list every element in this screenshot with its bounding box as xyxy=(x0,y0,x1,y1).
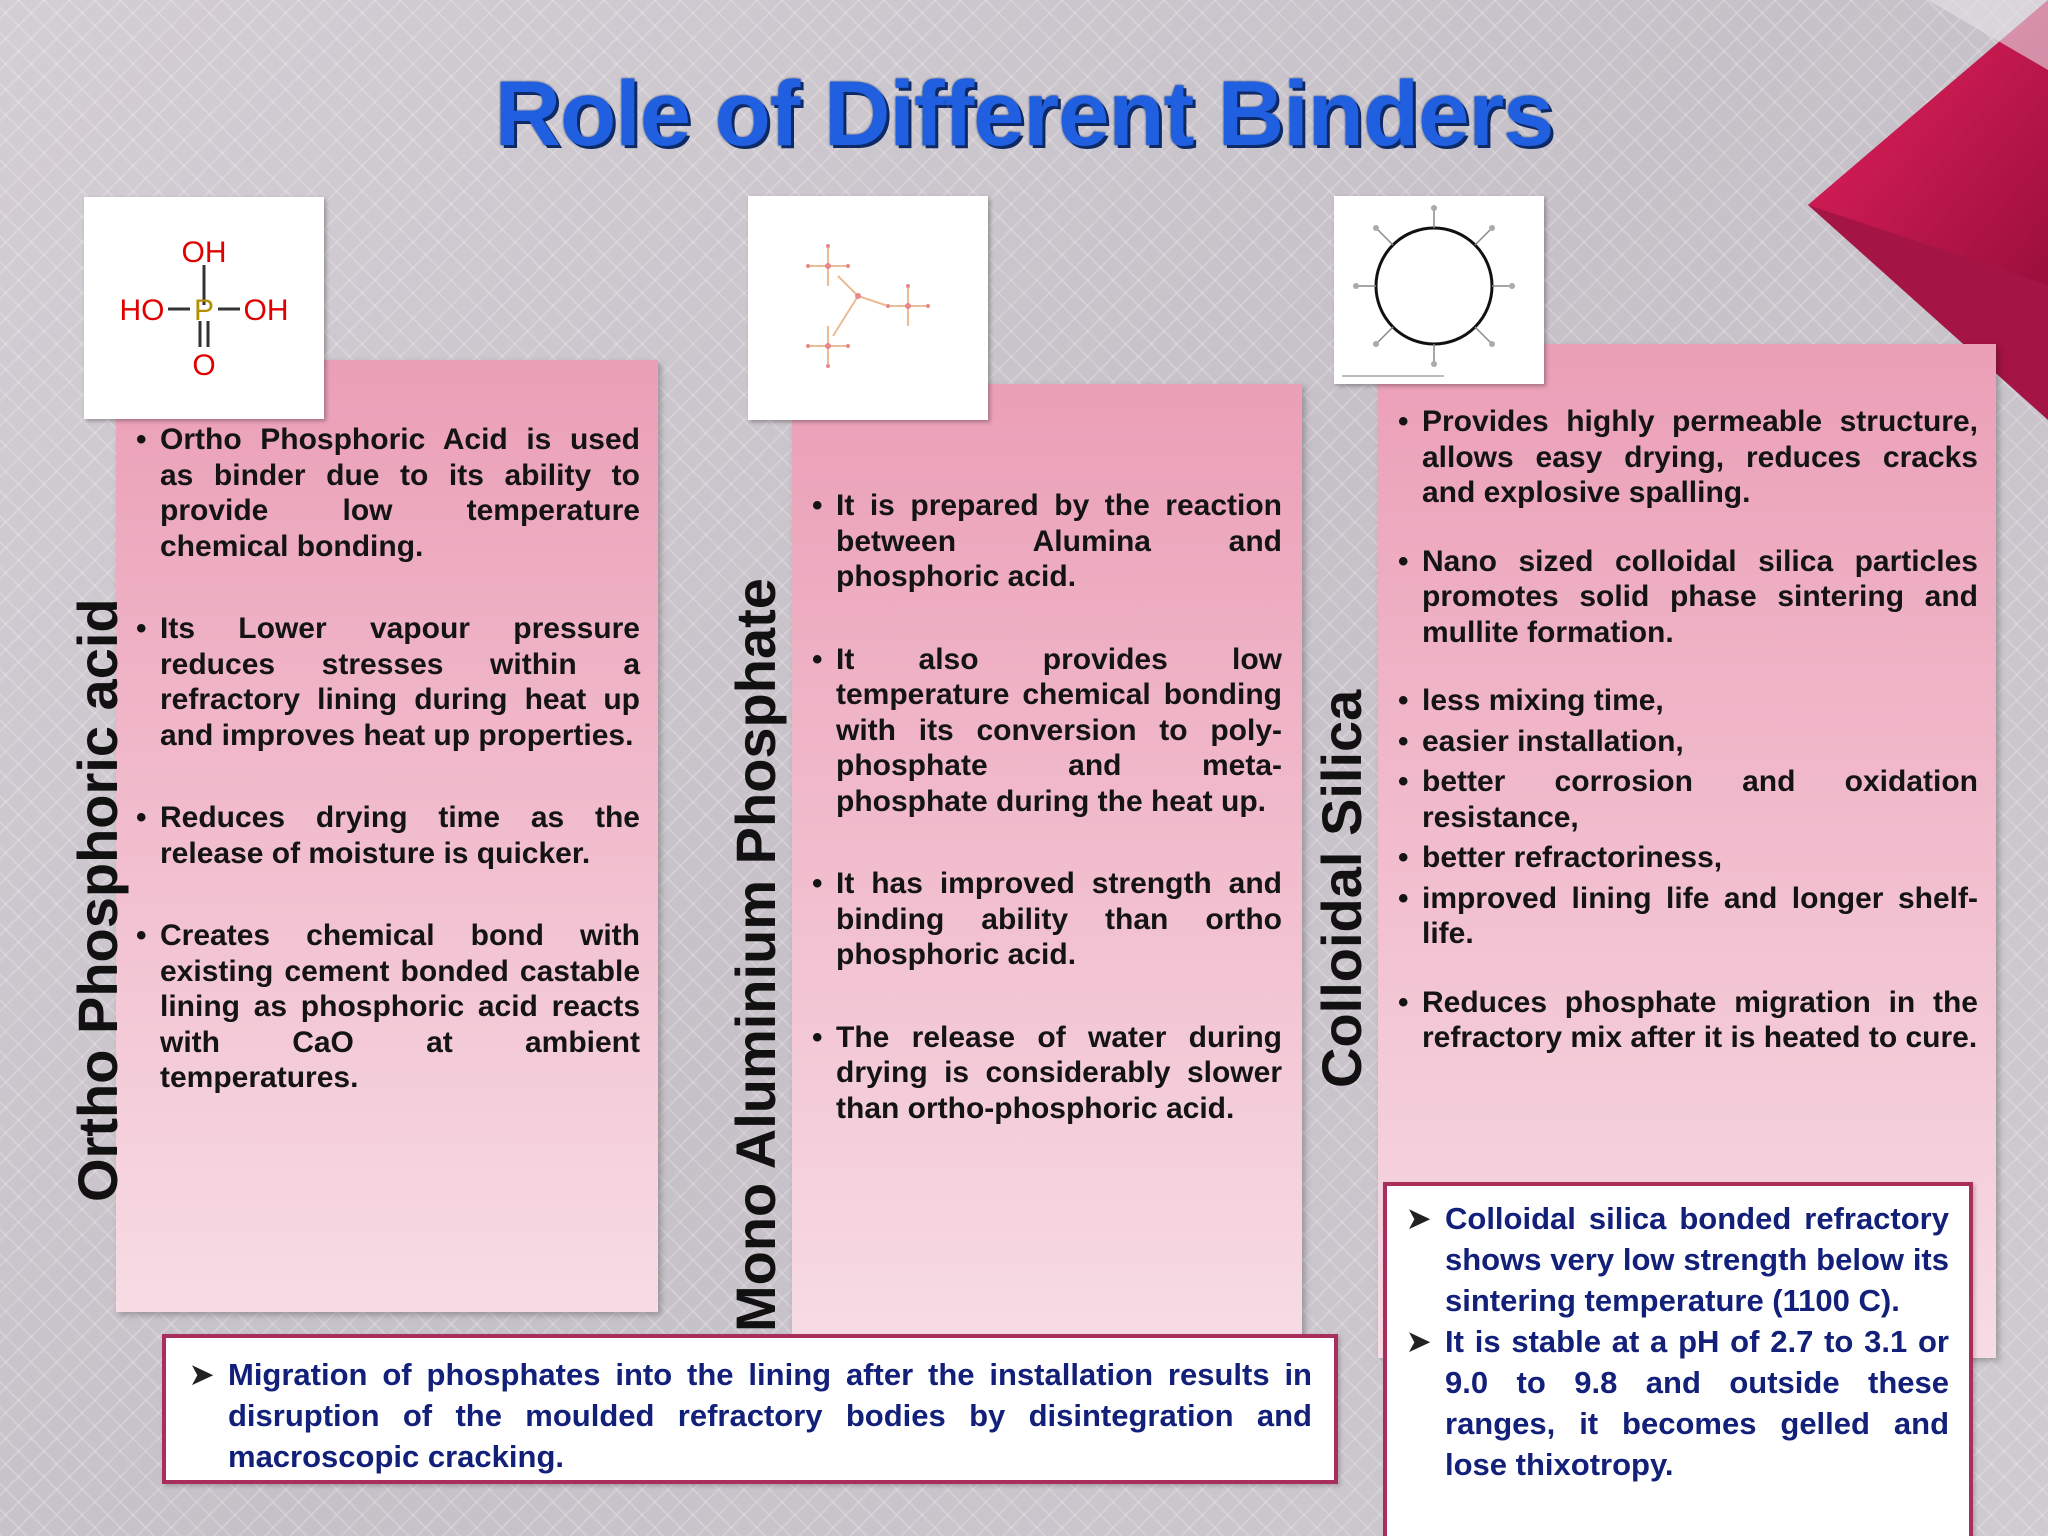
bullet-item: Nano sized colloidal silica particles pr… xyxy=(1398,544,1978,651)
bullet-item: Creates chemical bond with existing ceme… xyxy=(136,918,640,1096)
column-text-colloidal-silica: Provides highly permeable structure, all… xyxy=(1398,404,1978,1056)
arrowhead-icon: ➤ xyxy=(190,1359,214,1390)
molecule-image-phosphoric-acid: OH HO P OH O xyxy=(84,197,324,419)
bullet-item: The release of water during drying is co… xyxy=(812,1020,1282,1127)
bullet-item: Its Lower vapour pressure reduces stress… xyxy=(136,611,640,753)
note-box-phosphate-migration: ➤Migration of phosphates into the lining… xyxy=(162,1334,1338,1484)
note-list: ➤Migration of phosphates into the lining… xyxy=(190,1354,1312,1477)
molecule-label-o-bottom: O xyxy=(192,349,215,382)
column-text-ortho-phosphoric: Ortho Phosphoric Acid is used as binder … xyxy=(136,422,640,1096)
column-text-mono-aluminium-phosphate: It is prepared by the reaction between A… xyxy=(812,488,1282,1126)
bullet-group-3: less mixing time, easier installation, b… xyxy=(1398,683,1978,952)
aluminium-phosphate-structure-icon xyxy=(806,244,930,368)
colloidal-silica-structure-icon xyxy=(1342,205,1515,377)
bullet-group-2: Its Lower vapour pressure reduces stress… xyxy=(136,611,640,753)
bullet-item: better refractoriness, xyxy=(1398,840,1978,876)
bullet-item: improved lining life and longer shelf-li… xyxy=(1398,881,1978,952)
phosphoric-acid-structure-icon: OH HO P OH O xyxy=(120,236,289,382)
bullet-group-1: Provides highly permeable structure, all… xyxy=(1398,404,1978,511)
bullet-group-2: Nano sized colloidal silica particles pr… xyxy=(1398,544,1978,651)
column-heading-ortho-phosphoric: Ortho Phosphoric acid xyxy=(66,598,129,1202)
bullet-group-3: Reduces drying time as the release of mo… xyxy=(136,800,640,871)
column-heading-colloidal-silica: Colloidal Silica xyxy=(1310,689,1373,1088)
bullet-group-4: Creates chemical bond with existing ceme… xyxy=(136,918,640,1096)
column-heading-mono-aluminium-phosphate: Mono Aluminium Phosphate xyxy=(724,578,787,1332)
arrowhead-icon: ➤ xyxy=(1407,1203,1431,1234)
bullet-group-2: It also provides low temperature chemica… xyxy=(812,642,1282,820)
bullet-item: Reduces phosphate migration in the refra… xyxy=(1398,985,1978,1056)
bullet-item: better corrosion and oxidation resistanc… xyxy=(1398,764,1978,835)
arrowhead-icon: ➤ xyxy=(1407,1326,1431,1357)
bullet-group-4: Reduces phosphate migration in the refra… xyxy=(1398,985,1978,1056)
bullet-item: Reduces drying time as the release of mo… xyxy=(136,800,640,871)
bullet-group-3: It has improved strength and binding abi… xyxy=(812,866,1282,973)
bullet-item: It also provides low temperature chemica… xyxy=(812,642,1282,820)
molecule-label-ho-left: HO xyxy=(120,294,165,327)
bullet-item: It has improved strength and binding abi… xyxy=(812,866,1282,973)
molecule-image-aluminium-phosphate xyxy=(748,196,988,420)
slide-title: Role of Different Binders xyxy=(494,63,1555,165)
note-item: ➤Colloidal silica bonded refractory show… xyxy=(1407,1198,1949,1321)
molecule-image-colloidal-silica xyxy=(1334,196,1544,384)
bullet-item: It is prepared by the reaction between A… xyxy=(812,488,1282,595)
bullet-group-1: Ortho Phosphoric Acid is used as binder … xyxy=(136,422,640,564)
molecule-label-p: P xyxy=(194,294,214,327)
note-list: ➤Colloidal silica bonded refractory show… xyxy=(1407,1198,1949,1485)
bullet-item: easier installation, xyxy=(1398,724,1978,760)
bullet-item: Provides highly permeable structure, all… xyxy=(1398,404,1978,511)
bullet-item: Ortho Phosphoric Acid is used as binder … xyxy=(136,422,640,564)
note-item: ➤It is stable at a pH of 2.7 to 3.1 or 9… xyxy=(1407,1321,1949,1485)
bullet-group-1: It is prepared by the reaction between A… xyxy=(812,488,1282,595)
note-box-colloidal-silica: ➤Colloidal silica bonded refractory show… xyxy=(1383,1182,1973,1536)
corner-decoration xyxy=(1808,0,2048,420)
molecule-label-oh-top: OH xyxy=(182,236,227,269)
note-item: ➤Migration of phosphates into the lining… xyxy=(190,1354,1312,1477)
bullet-item: less mixing time, xyxy=(1398,683,1978,719)
bullet-group-4: The release of water during drying is co… xyxy=(812,1020,1282,1127)
molecule-label-oh-right: OH xyxy=(244,294,289,327)
